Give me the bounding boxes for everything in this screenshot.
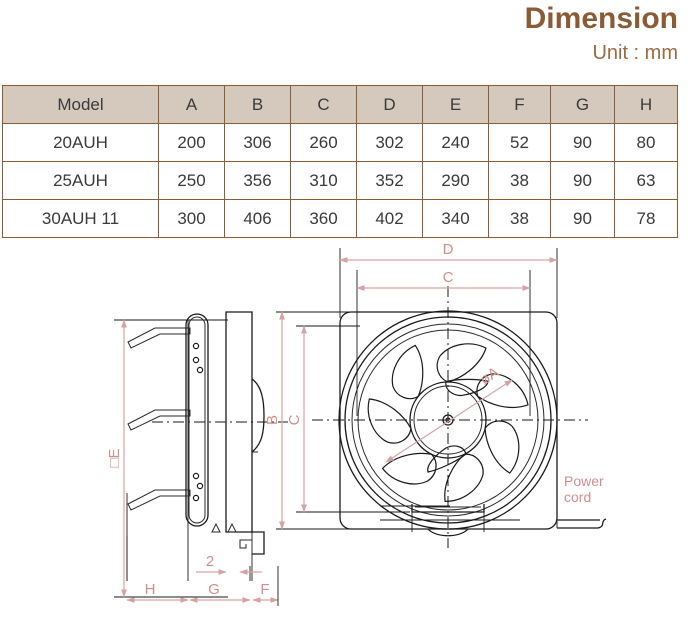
- side-view-extension-lines: [114, 312, 253, 598]
- table-row: 25AUH 250 356 310 352 290 38 90 63: [2, 161, 678, 200]
- dimension-height-B: B: [264, 311, 285, 530]
- column-header-d: D: [356, 85, 423, 124]
- dimension-label-B: B: [264, 415, 281, 425]
- cell-c: 310: [290, 161, 357, 200]
- cell-c: 260: [290, 123, 357, 162]
- dimension-height-E: □E: [106, 319, 127, 598]
- column-header-f: F: [488, 85, 551, 124]
- power-cord-label-line1: Power: [564, 473, 604, 489]
- dimension-label-2: 2: [206, 553, 214, 570]
- cell-model: 30AUH 11: [2, 199, 159, 238]
- dimension-label-C-left: C: [286, 414, 303, 425]
- cell-e: 340: [422, 199, 489, 238]
- column-header-model: Model: [2, 85, 159, 124]
- cell-h: 78: [614, 199, 678, 238]
- dimension-height-C: C: [286, 325, 307, 513]
- drawing-canvas: □E 2 H G F: [106, 241, 607, 606]
- dimension-label-H: H: [145, 581, 156, 598]
- column-header-a: A: [158, 85, 225, 124]
- unit-label: Unit : mm: [592, 42, 678, 64]
- side-view: □E 2 H G F: [106, 311, 288, 606]
- cell-a: 250: [158, 161, 225, 200]
- cell-model: 25AUH: [2, 161, 159, 200]
- louver-blades: [127, 327, 191, 511]
- heading-block: Dimension Unit : mm: [278, 0, 678, 66]
- cell-c: 360: [290, 199, 357, 238]
- technical-drawing: □E 2 H G F: [0, 236, 692, 623]
- dimension-label-C-top: C: [443, 269, 454, 286]
- cell-d: 402: [356, 199, 423, 238]
- page-title: Dimension: [524, 2, 678, 35]
- cell-e: 240: [422, 123, 489, 162]
- table-row: 30AUH 11 300 406 360 402 340 38 90 78: [2, 199, 678, 238]
- column-header-h: H: [614, 85, 678, 124]
- power-cord: [556, 518, 607, 529]
- front-view: D C B C øA Power c: [264, 241, 607, 548]
- side-view-body: [211, 311, 265, 555]
- cell-a: 200: [158, 123, 225, 162]
- cell-g: 90: [550, 199, 615, 238]
- cell-d: 302: [356, 123, 423, 162]
- cell-f: 38: [488, 161, 551, 200]
- dimension-table: Model A B C D E F G H 20AUH 200 306 260 …: [2, 85, 678, 238]
- dimension-label-F: F: [260, 581, 269, 598]
- dimension-label-E: □E: [106, 448, 123, 467]
- hinge-capsule: [185, 313, 209, 527]
- table-row: 20AUH 200 306 260 302 240 52 90 80: [2, 123, 678, 162]
- column-header-b: B: [224, 85, 291, 124]
- dimension-depth-F: F: [252, 581, 279, 603]
- cell-d: 352: [356, 161, 423, 200]
- cell-h: 63: [614, 161, 678, 200]
- dimension-label-D: D: [443, 241, 454, 258]
- cell-g: 90: [550, 123, 615, 162]
- cell-model: 20AUH: [2, 123, 159, 162]
- cell-f: 52: [488, 123, 551, 162]
- front-view-extension-lines: [276, 248, 558, 530]
- column-header-e: E: [422, 85, 489, 124]
- cell-b: 306: [224, 123, 291, 162]
- dimension-depth-G: G: [189, 581, 251, 603]
- column-header-g: G: [550, 85, 615, 124]
- cell-b: 356: [224, 161, 291, 200]
- table-header-row: Model A B C D E F G H: [2, 85, 678, 124]
- power-cord-label: Power cord: [564, 473, 604, 505]
- dimension-gap-2: 2: [196, 553, 262, 575]
- cell-e: 290: [422, 161, 489, 200]
- dimension-width-C: C: [356, 269, 531, 291]
- cell-a: 300: [158, 199, 225, 238]
- dimension-label-G: G: [208, 581, 220, 598]
- power-cord-label-line2: cord: [564, 489, 591, 505]
- column-header-c: C: [290, 85, 357, 124]
- dimension-depth-H: H: [126, 581, 189, 603]
- cell-h: 80: [614, 123, 678, 162]
- cell-b: 406: [224, 199, 291, 238]
- cell-f: 38: [488, 199, 551, 238]
- cell-g: 90: [550, 161, 615, 200]
- dimension-width-D: D: [339, 241, 558, 263]
- dimension-label-A: øA: [477, 364, 502, 389]
